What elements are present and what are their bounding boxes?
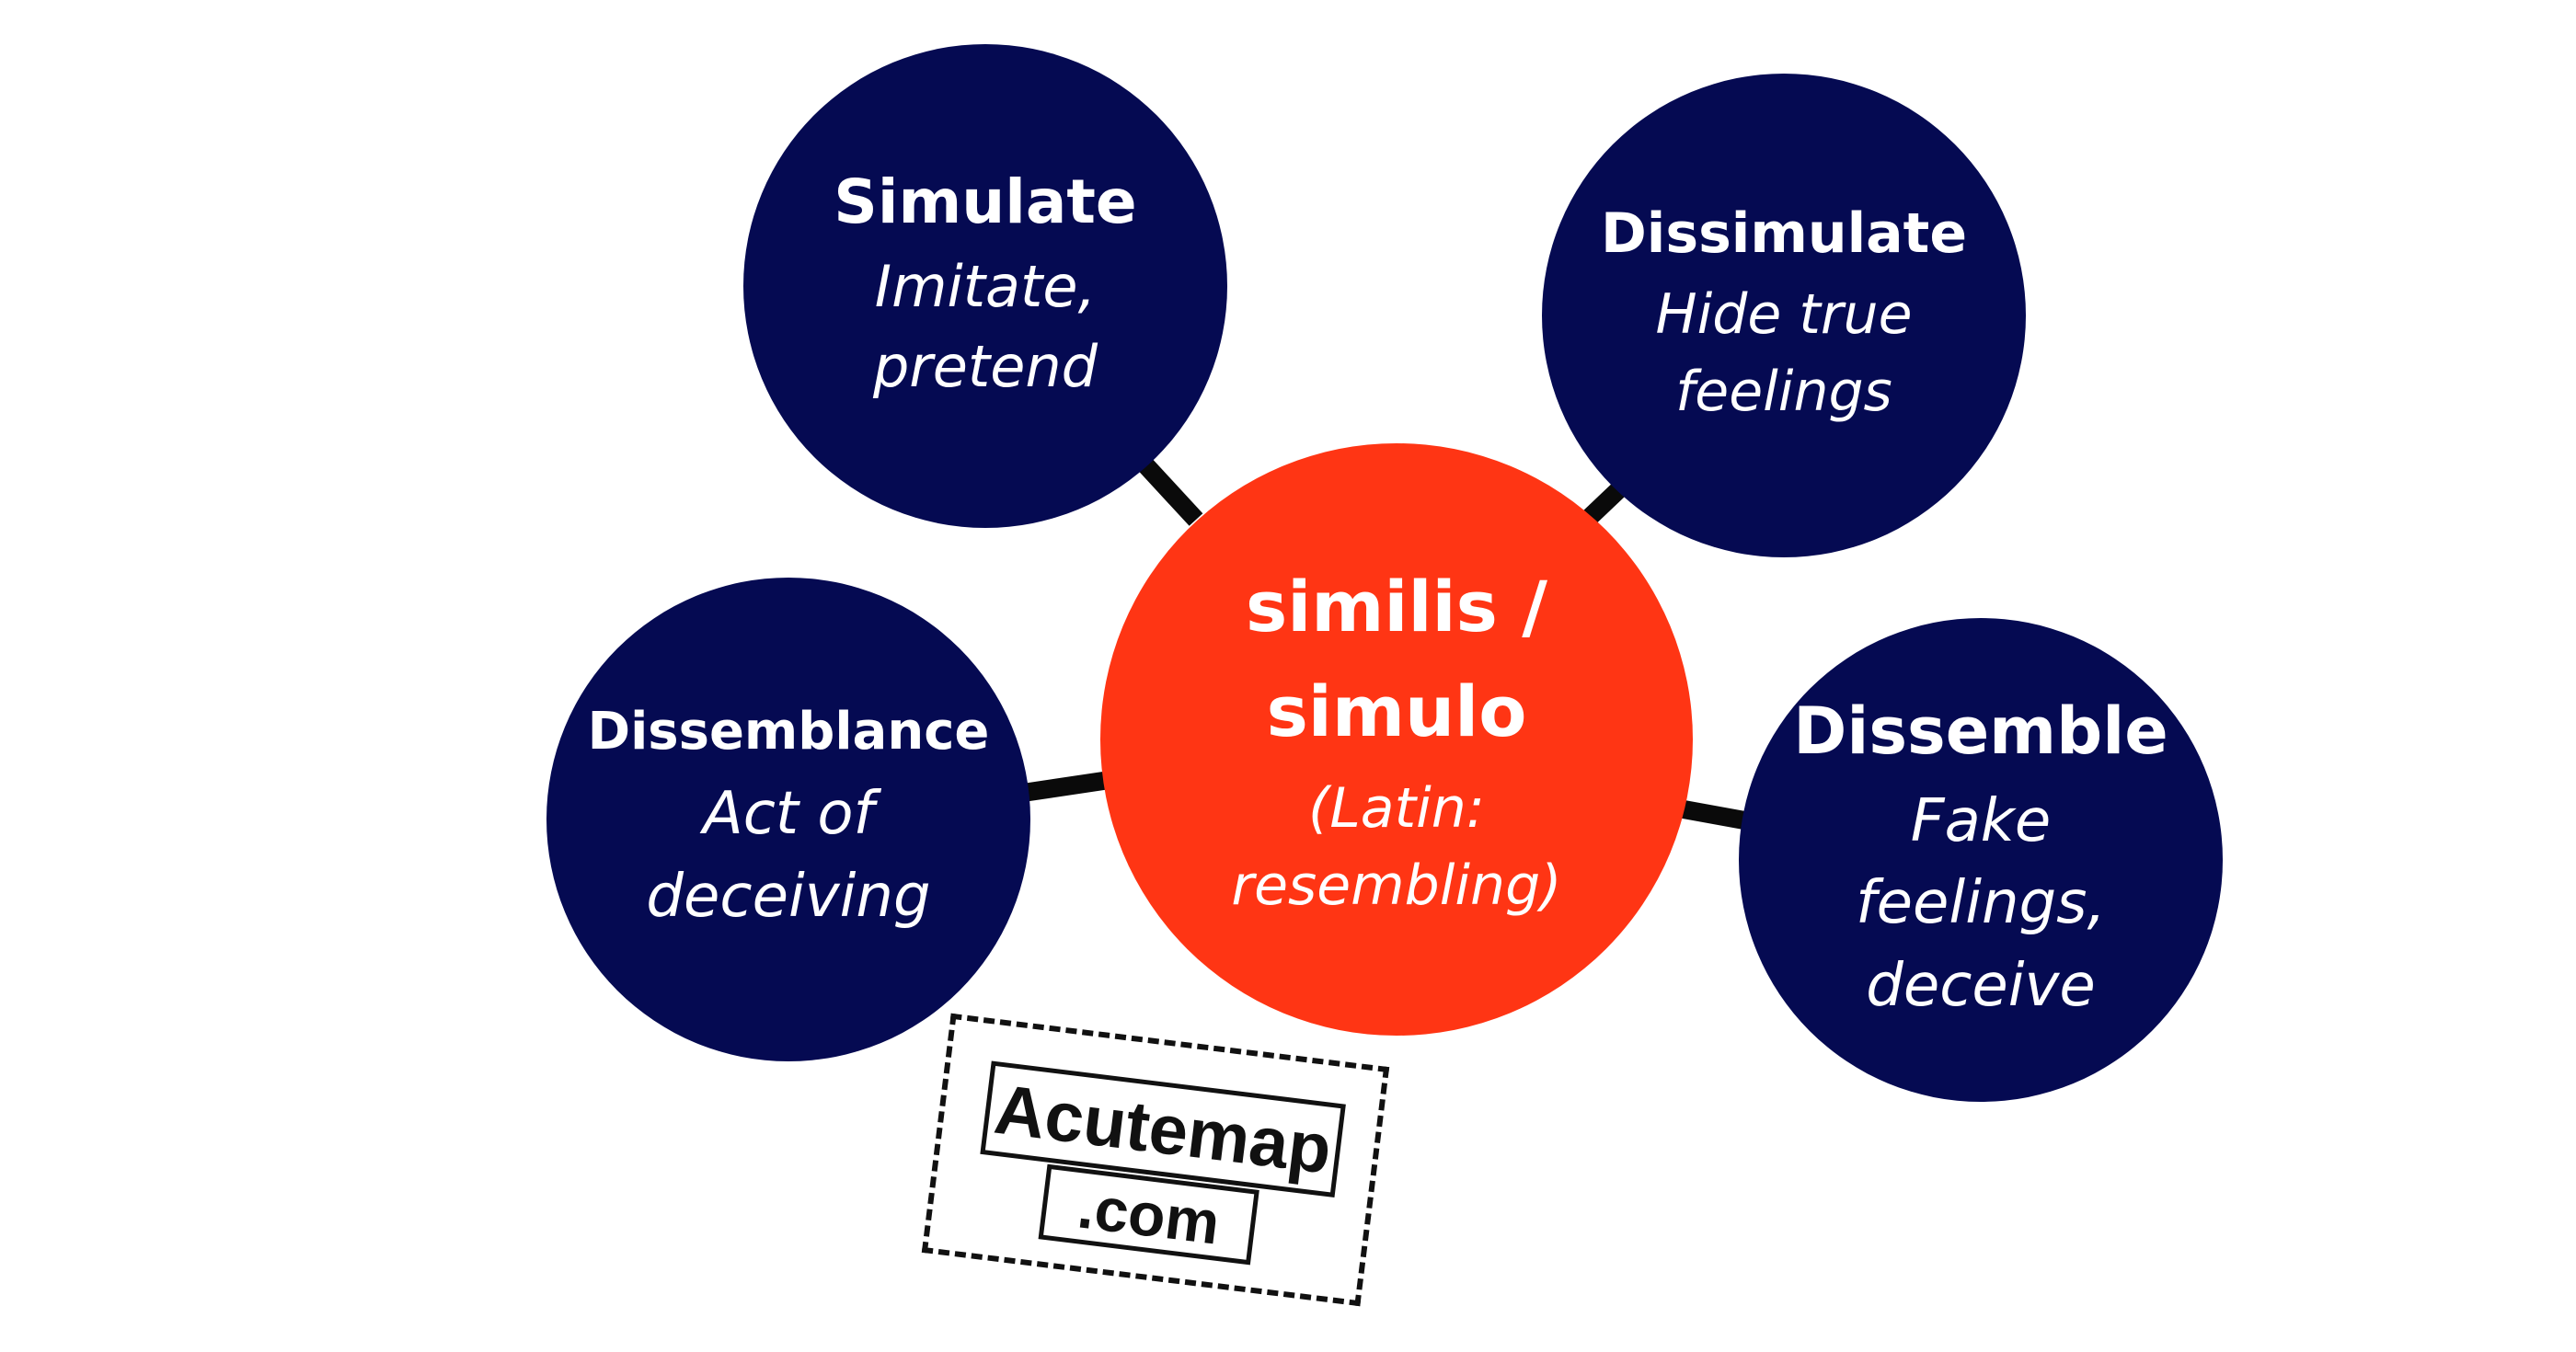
meaning-line: Hide true (1655, 282, 1913, 347)
node-dissemble: Dissemble Fake feelings, deceive (1739, 618, 2223, 1102)
meaning-line: feelings, (1856, 869, 2106, 938)
node-term: Dissemblance (587, 701, 990, 762)
meaning-line: feelings (1675, 360, 1892, 424)
root-meaning: (Latin: resembling) (1231, 770, 1561, 924)
meaning-line: deceive (1866, 951, 2096, 1020)
node-dissemblance: Dissemblance Act of deceiving (546, 578, 1030, 1061)
meaning-line: pretend (872, 332, 1098, 400)
node-term: Dissimulate (1600, 201, 1968, 266)
meaning-line: deceiving (646, 862, 931, 931)
root-meaning-line: (Latin: (1307, 776, 1486, 841)
connector-simulate (1133, 453, 1203, 526)
meaning-line: Act of (702, 780, 875, 848)
root-meaning-line: resembling) (1231, 854, 1562, 918)
node-root-similis-simulo: similis / simulo (Latin: resembling) (1100, 443, 1693, 1036)
meaning-line: Fake (1910, 786, 2052, 855)
node-meaning: Hide true feelings (1656, 276, 1913, 430)
node-term: Dissemble (1793, 693, 2168, 769)
connector-dissemblance (1021, 771, 1111, 802)
node-dissimulate: Dissimulate Hide true feelings (1542, 74, 2026, 557)
root-term-line: similis / (1245, 566, 1548, 647)
connector-dissemble (1682, 800, 1746, 830)
root-term: similis / simulo (1246, 555, 1547, 764)
node-simulate: Simulate Imitate, pretend (743, 44, 1227, 528)
node-meaning: Fake feelings, deceive (1856, 781, 2106, 1028)
node-term: Simulate (834, 166, 1137, 237)
node-meaning: Imitate, pretend (873, 247, 1098, 407)
meaning-line: Imitate, (874, 252, 1097, 320)
node-meaning: Act of deceiving (646, 773, 930, 938)
root-term-line: simulo (1266, 670, 1527, 752)
